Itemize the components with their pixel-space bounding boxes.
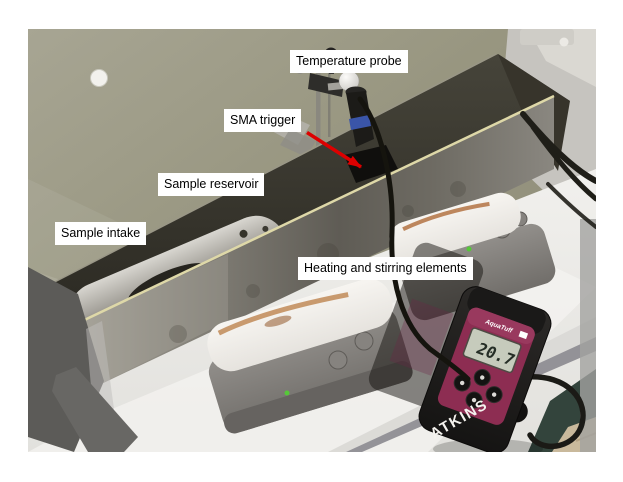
thermometer-device: AquaTuff 20.7 ATKINS bbox=[418, 286, 552, 452]
power-led-icon bbox=[466, 246, 472, 252]
clamp bbox=[308, 73, 344, 97]
sma-trigger-arrow bbox=[306, 131, 362, 169]
lab-photo: AquaTuff 20.7 ATKINS bbox=[28, 29, 596, 452]
annotation-sample-reservoir: Sample reservoir bbox=[158, 173, 265, 196]
annotation-temperature-probe: Temperature probe bbox=[290, 50, 408, 73]
hot-plate-front bbox=[207, 278, 413, 434]
sample-reservoir-trough bbox=[28, 53, 570, 452]
power-led-icon bbox=[284, 390, 290, 396]
annotation-sma-trigger: SMA trigger bbox=[224, 109, 302, 132]
trough-leg bbox=[52, 367, 138, 452]
hinge-knob-icon bbox=[559, 37, 569, 47]
annotation-sample-intake: Sample intake bbox=[55, 222, 147, 245]
lab-photo-art: AquaTuff 20.7 ATKINS bbox=[28, 29, 596, 452]
thermometer-cable bbox=[523, 374, 586, 450]
power-cables bbox=[520, 111, 596, 229]
thermometer-buttons bbox=[453, 369, 503, 409]
wall-dot bbox=[90, 69, 108, 87]
trough-edge-seal bbox=[75, 94, 555, 326]
annotation-heating-stirring: Heating and stirring elements bbox=[298, 257, 473, 280]
thermometer-lcd bbox=[462, 327, 522, 374]
trough-front-face bbox=[76, 96, 554, 396]
